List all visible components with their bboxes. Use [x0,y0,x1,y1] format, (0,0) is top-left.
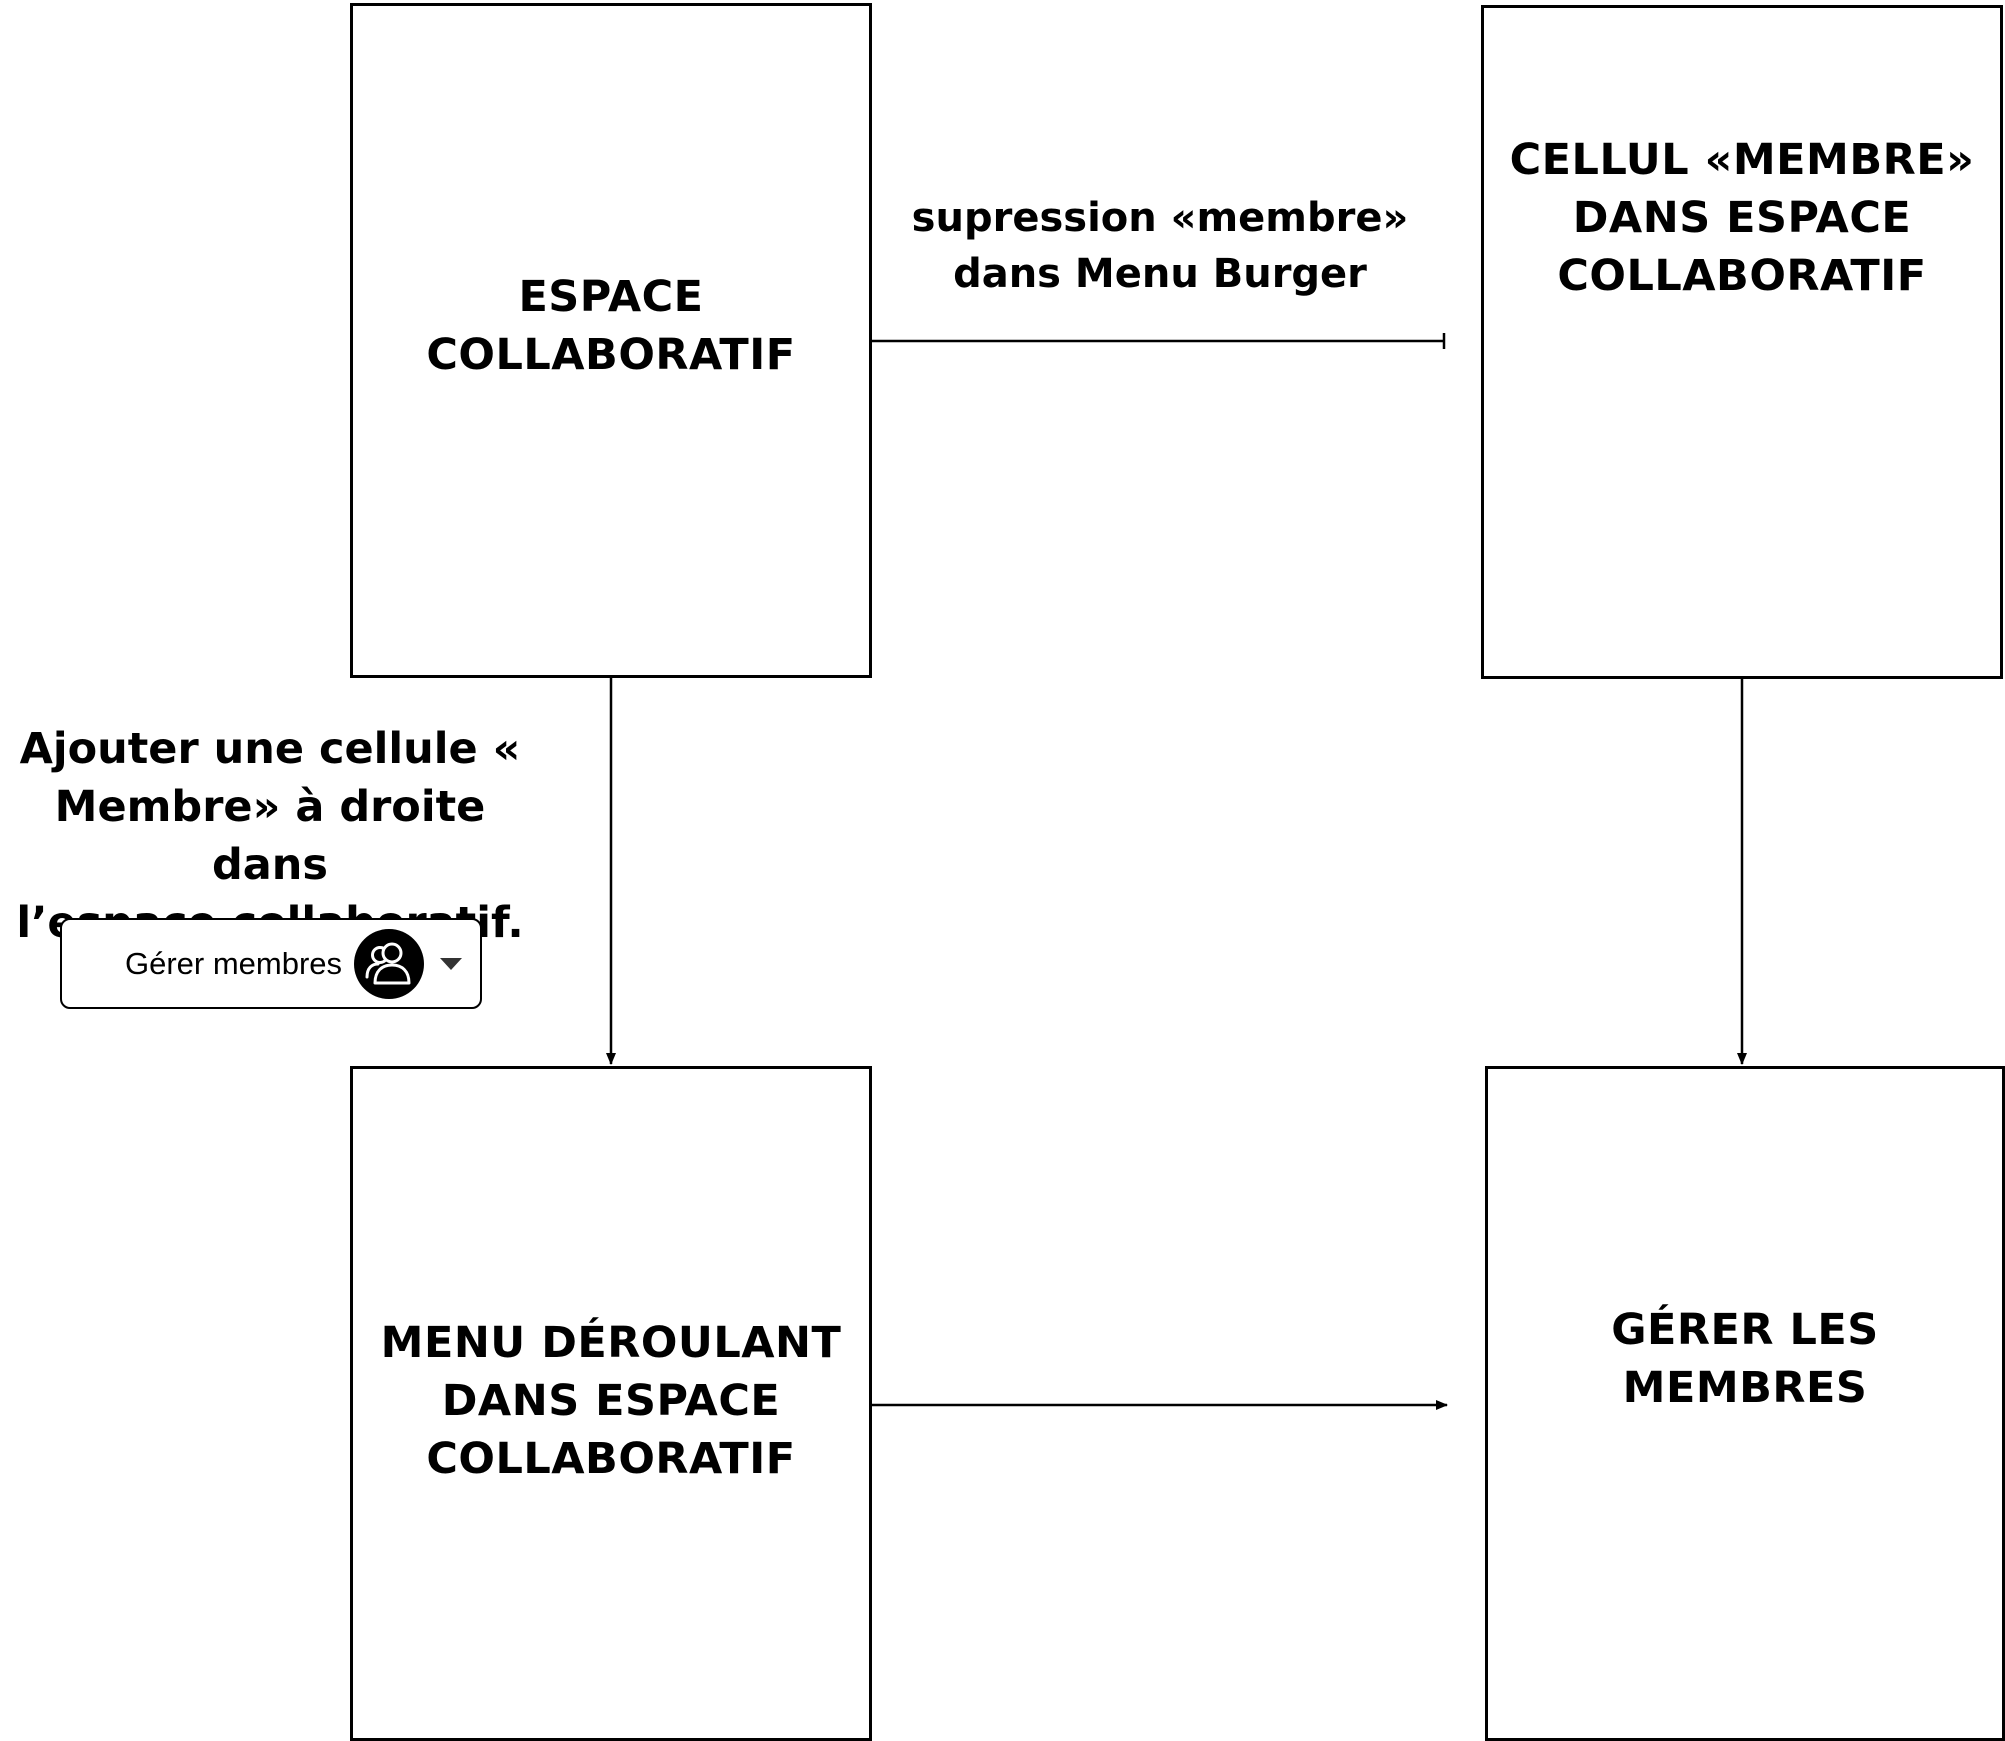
gerer-membres-button-label: Gérer membres [125,945,343,981]
edge-label-suppression: supression «membre» dans Menu Burger [911,195,1409,297]
gerer-membres-button[interactable]: Gérer membres [60,918,482,1009]
node-gerer-les-membres-label: GÉRER LES MEMBRES [1611,1304,1879,1413]
node-espace-collaboratif: ESPACE COLLABORATIF [350,3,872,678]
group-avatar-icon [354,928,425,999]
node-gerer-les-membres: GÉRER LES MEMBRES [1485,1066,2005,1741]
node-espace-collaboratif-label: ESPACE COLLABORATIF [426,271,796,380]
edge-label-ajouter-line: Membre» à droite dans [54,782,486,890]
node-cellule-membre-label: CELLUL «MEMBRE» DANS ESPACE COLLABORATIF [1509,135,1975,301]
node-menu-deroulant: MENU DÉROULANT DANS ESPACE COLLABORATIF [350,1066,872,1741]
edge-label-ajouter-line: Ajouter une cellule « [19,724,521,774]
caret-down-icon[interactable] [440,957,463,970]
node-menu-deroulant-label: MENU DÉROULANT DANS ESPACE COLLABORATIF [380,1318,842,1484]
node-cellule-membre: CELLUL «MEMBRE» DANS ESPACE COLLABORATIF [1481,5,2003,679]
